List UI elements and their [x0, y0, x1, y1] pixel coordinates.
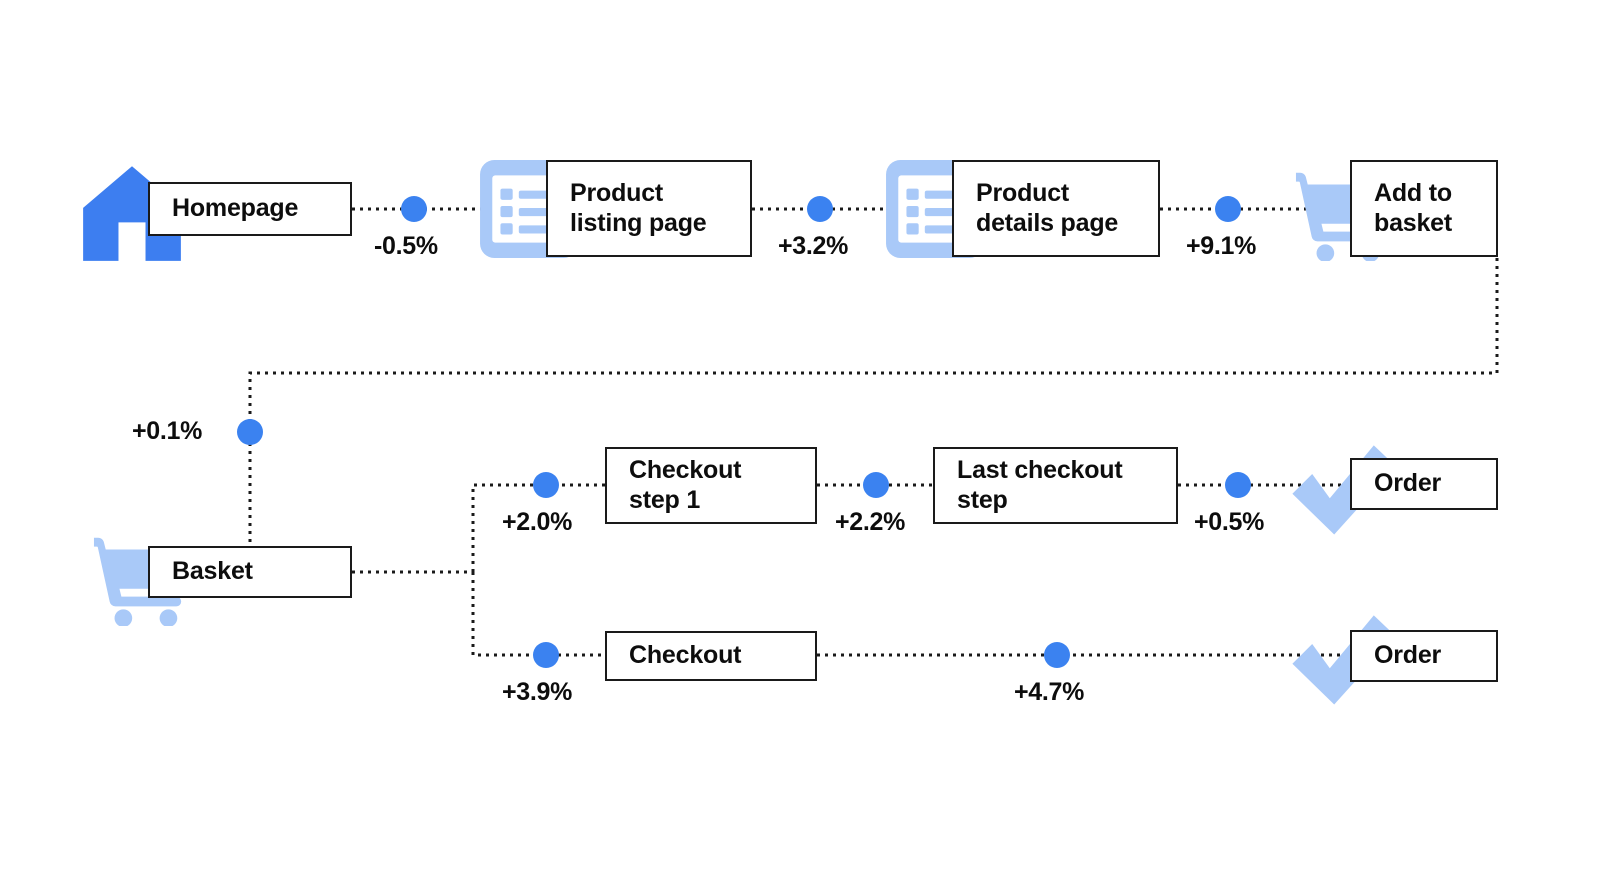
- delta-label-d-basket-checkout: +3.9%: [502, 678, 573, 706]
- delta-label-d-listing-details: +3.2%: [778, 232, 849, 260]
- delta-label-d-homepage-listing: -0.5%: [374, 232, 438, 260]
- node-label-product-listing: Product listing page: [570, 179, 707, 237]
- node-product-listing[interactable]: Product listing page: [546, 160, 752, 257]
- node-label-add-to-basket: Add to basket: [1374, 179, 1453, 237]
- step-dot-d-checkout1-last[interactable]: [863, 472, 889, 498]
- node-checkout-step-1[interactable]: Checkout step 1: [605, 447, 817, 524]
- delta-label-d-last-order: +0.5%: [1194, 508, 1265, 536]
- delta-label-d-checkout-order: +4.7%: [1014, 678, 1085, 706]
- node-basket[interactable]: Basket: [148, 546, 352, 598]
- node-homepage[interactable]: Homepage: [148, 182, 352, 236]
- node-order-bottom[interactable]: Order: [1350, 630, 1498, 682]
- node-label-order-top: Order: [1374, 469, 1442, 498]
- delta-label-d-details-basket: +9.1%: [1186, 232, 1257, 260]
- node-label-order-bottom: Order: [1374, 641, 1442, 670]
- step-dot-d-details-basket[interactable]: [1215, 196, 1241, 222]
- node-label-basket: Basket: [172, 557, 253, 586]
- node-label-product-details: Product details page: [976, 179, 1119, 237]
- step-dot-d-basket-checkout1[interactable]: [533, 472, 559, 498]
- step-dot-d-homepage-listing[interactable]: [401, 196, 427, 222]
- node-label-checkout: Checkout: [629, 641, 742, 670]
- step-dot-d-basket-checkout[interactable]: [533, 642, 559, 668]
- delta-label-d-checkout1-last: +2.2%: [835, 508, 906, 536]
- step-dot-d-listing-details[interactable]: [807, 196, 833, 222]
- step-dot-d-last-order[interactable]: [1225, 472, 1251, 498]
- node-label-homepage: Homepage: [172, 194, 299, 223]
- node-order-top[interactable]: Order: [1350, 458, 1498, 510]
- node-label-last-checkout: Last checkout step: [957, 456, 1123, 514]
- node-label-checkout-step-1: Checkout step 1: [629, 456, 742, 514]
- delta-label-d-basket-checkout1: +2.0%: [502, 508, 573, 536]
- delta-label-d-addbasket-basket: +0.1%: [132, 417, 203, 445]
- node-last-checkout[interactable]: Last checkout step: [933, 447, 1178, 524]
- step-dot-d-addbasket-basket[interactable]: [237, 419, 263, 445]
- step-dot-d-checkout-order[interactable]: [1044, 642, 1070, 668]
- node-checkout[interactable]: Checkout: [605, 631, 817, 681]
- node-add-to-basket[interactable]: Add to basket: [1350, 160, 1498, 257]
- node-product-details[interactable]: Product details page: [952, 160, 1160, 257]
